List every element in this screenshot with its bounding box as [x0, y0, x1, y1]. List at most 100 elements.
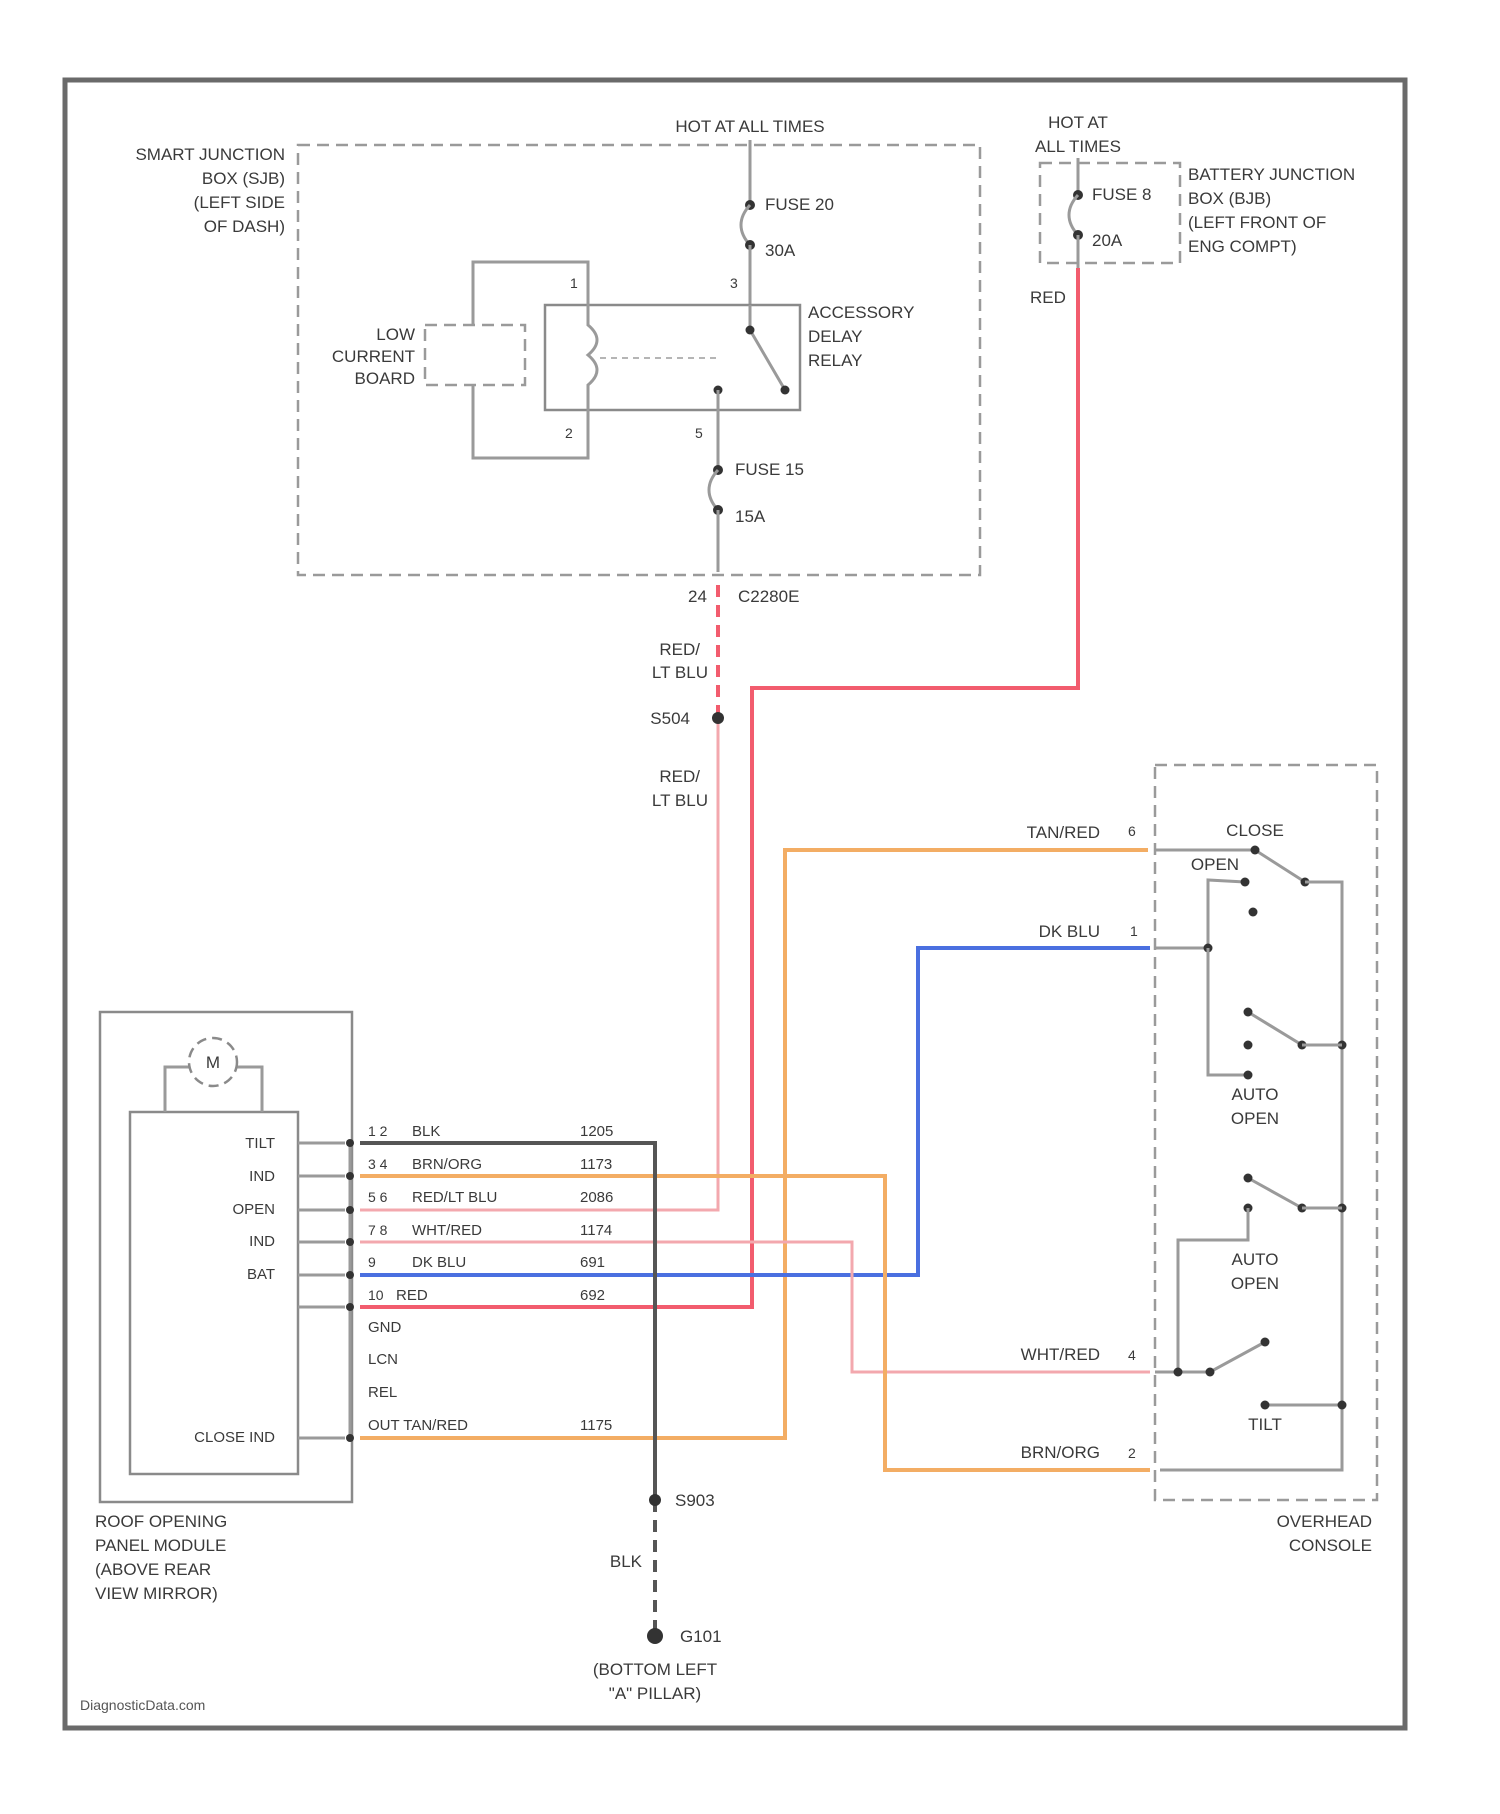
fuse-20-amp-label: 30A	[765, 241, 796, 260]
console-label-1: OVERHEAD	[1277, 1512, 1372, 1531]
row2-pin: 3 4	[368, 1156, 388, 1172]
console-pin-6: 6	[1128, 823, 1136, 839]
row2-color: BRN/ORG	[412, 1156, 482, 1173]
blk-ground-label: BLK	[610, 1552, 643, 1571]
lcb-label-1: LOW	[376, 325, 415, 344]
row6-pin: 10	[368, 1287, 384, 1303]
module-label-4: VIEW MIRROR)	[95, 1584, 218, 1603]
row5-color: DK BLU	[412, 1254, 466, 1271]
relay-pin-3: 3	[730, 275, 738, 291]
open-label: OPEN	[1191, 855, 1239, 874]
row3-pin: 5 6	[368, 1189, 388, 1205]
sjb-connector-pin: 24	[688, 587, 707, 606]
hot-at-all-times-batt-2: ALL TIMES	[1035, 137, 1121, 156]
module-gnd-label: GND	[368, 1319, 402, 1336]
brn-org-wire	[360, 1176, 1150, 1470]
relay-contact-dot-2	[781, 386, 790, 395]
bjb-label-2: BOX (BJB)	[1188, 189, 1271, 208]
fuse-15-element	[709, 470, 718, 510]
relay-switch-contact	[750, 305, 785, 390]
lcb-coil-wire-top	[473, 262, 588, 325]
sjb-label-2: BOX (SJB)	[202, 169, 285, 188]
relay-label-1: ACCESSORY	[808, 303, 914, 322]
splice-s903-dot	[649, 1494, 661, 1506]
relay-pin-5: 5	[695, 425, 703, 441]
module-rel-label: REL	[368, 1384, 397, 1401]
fuse-20-element	[741, 205, 750, 245]
relay-pin-1: 1	[570, 275, 578, 291]
ground-g101-dot	[647, 1628, 663, 1644]
bjb-label-4: ENG COMPT)	[1188, 237, 1297, 256]
row5-circuit: 691	[580, 1254, 605, 1271]
sjb-connector-id: C2280E	[738, 587, 799, 606]
console-pin-1: 1	[1130, 923, 1138, 939]
module-tilt-label: TILT	[245, 1135, 275, 1152]
overhead-console	[1155, 765, 1377, 1500]
auto-open-2a: AUTO	[1232, 1250, 1279, 1269]
fuse-15-amp-label: 15A	[735, 507, 766, 526]
bjb-label-3: (LEFT FRONT OF	[1188, 213, 1326, 232]
hot-at-all-times-label: HOT AT ALL TIMES	[675, 117, 824, 136]
lcb-label-3: BOARD	[355, 369, 415, 388]
motor-icon: M	[206, 1053, 220, 1072]
row4-pin: 7 8	[368, 1222, 388, 1238]
red-lt-blu-label-1a: RED/	[659, 640, 700, 659]
row3-circuit: 2086	[580, 1189, 613, 1206]
fuse-8-element	[1069, 195, 1078, 235]
red-wire-label: RED	[1030, 288, 1066, 307]
relay-label-2: DELAY	[808, 327, 863, 346]
close-label: CLOSE	[1226, 821, 1284, 840]
wht-red-label: WHT/RED	[1021, 1345, 1100, 1364]
module-label-2: PANEL MODULE	[95, 1536, 226, 1555]
module-close-ind-label: CLOSE IND	[194, 1429, 275, 1446]
module-bat-label: BAT	[247, 1266, 275, 1283]
console-label-2: CONSOLE	[1289, 1536, 1372, 1555]
red-lt-blu-label-2a: RED/	[659, 767, 700, 786]
splice-s504-dot	[712, 712, 724, 724]
row1-circuit: 1205	[580, 1123, 613, 1140]
row3-color: RED/LT BLU	[412, 1189, 497, 1206]
lcb-label-2: CURRENT	[332, 347, 415, 366]
relay-contact-dot-1	[746, 326, 755, 335]
module-ind-label: IND	[249, 1168, 275, 1185]
hot-at-all-times-batt-1: HOT AT	[1048, 113, 1108, 132]
row7-circuit: 1175	[580, 1417, 612, 1434]
ground-g101-label: G101	[680, 1627, 722, 1646]
red-lt-blu-label-2b: LT BLU	[652, 791, 708, 810]
row1-color: BLK	[412, 1123, 440, 1140]
module-open-label: OPEN	[232, 1201, 275, 1218]
console-pin-2: 2	[1128, 1445, 1136, 1461]
module-out-label: OUT TAN/RED	[368, 1417, 468, 1434]
auto-open-2b: OPEN	[1231, 1274, 1279, 1293]
tan-red-label: TAN/RED	[1027, 823, 1100, 842]
sjb-label-1: SMART JUNCTION	[135, 145, 285, 164]
pillar-label-1: (BOTTOM LEFT	[593, 1660, 717, 1679]
lcb-coil-wire-bottom	[473, 385, 588, 458]
red-lt-blu-label-1b: LT BLU	[652, 663, 708, 682]
fuse-8-label: FUSE 8	[1092, 185, 1152, 204]
row1-pin: 1 2	[368, 1123, 388, 1139]
fuse-20-label: FUSE 20	[765, 195, 834, 214]
bjb-label-1: BATTERY JUNCTION	[1188, 165, 1355, 184]
console-switch-network	[1155, 846, 1347, 1471]
watermark: DiagnosticData.com	[80, 1697, 205, 1713]
row5-pin: 9	[368, 1254, 376, 1270]
sjb-label-3: (LEFT SIDE	[194, 193, 285, 212]
auto-open-1b: OPEN	[1231, 1109, 1279, 1128]
row6-color: RED	[396, 1287, 428, 1304]
fuse-8-amp-label: 20A	[1092, 231, 1123, 250]
tilt-label: TILT	[1248, 1415, 1282, 1434]
fuse-15-label: FUSE 15	[735, 460, 804, 479]
splice-s903-label: S903	[675, 1491, 715, 1510]
row6-circuit: 692	[580, 1287, 605, 1304]
accessory-delay-relay	[545, 305, 800, 410]
splice-s504-label: S504	[650, 709, 690, 728]
module-label-3: (ABOVE REAR	[95, 1560, 211, 1579]
row4-circuit: 1174	[580, 1222, 612, 1239]
sjb-label-4: OF DASH)	[204, 217, 285, 236]
relay-coil	[588, 305, 597, 410]
pillar-label-2: "A" PILLAR)	[609, 1684, 701, 1703]
console-pin-4: 4	[1128, 1347, 1136, 1363]
module-pin-stubs	[298, 1143, 345, 1438]
